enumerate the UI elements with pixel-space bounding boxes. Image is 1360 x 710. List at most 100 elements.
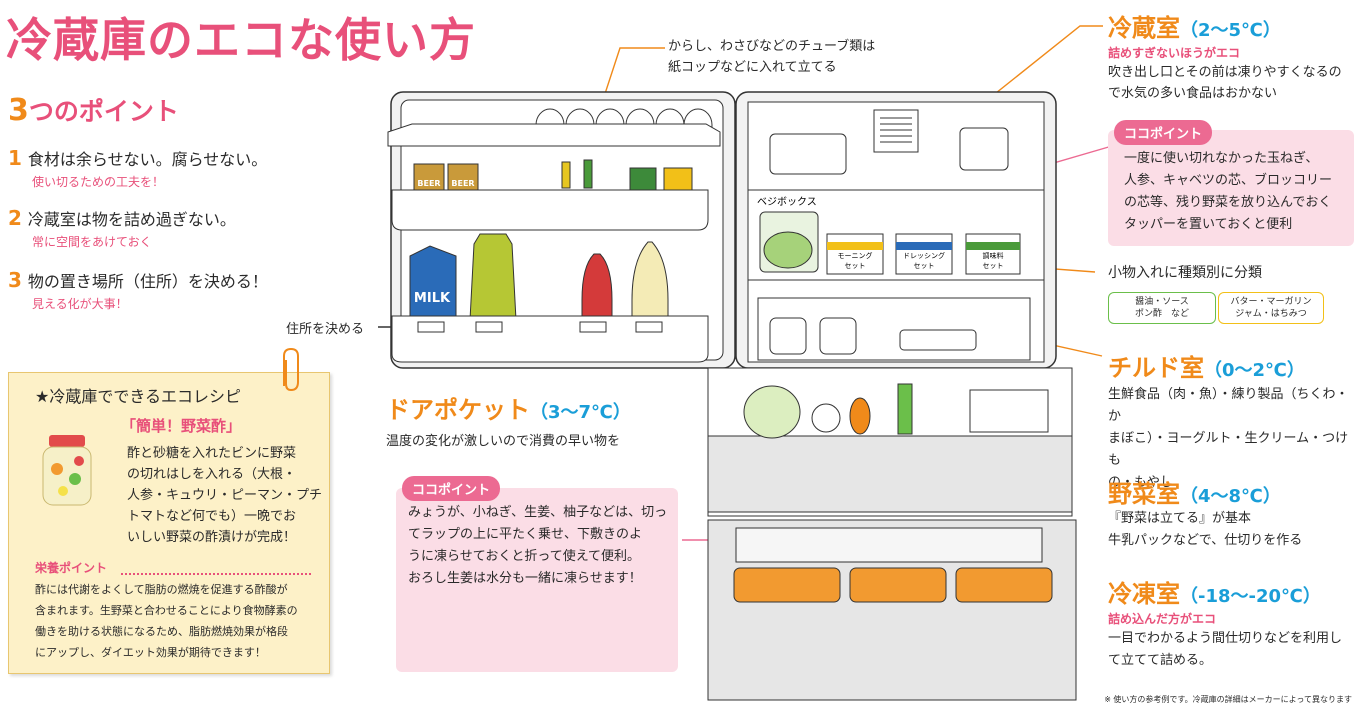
point-3-text: 物の置き場所（住所）を決める！ bbox=[27, 272, 268, 291]
freezer-desc-line: 一目でわかるよう間仕切りなどを利用し bbox=[1108, 631, 1343, 646]
point-1-sub: 使い切るための工夫を！ bbox=[32, 175, 165, 189]
recipe-line: トマトなど何でも）一晩でお bbox=[127, 509, 297, 524]
point-1-text: 食材は余らせない。腐らせない。 bbox=[27, 150, 268, 169]
page-title: 冷蔵庫のエコな使い方 bbox=[6, 13, 476, 67]
nutrition-line: 酢には代謝をよくして脂肪の燃焼を促進する酢酸が bbox=[35, 583, 288, 596]
reizo-tip-line: 人参、キャベツの芯、ブロッコリー bbox=[1124, 173, 1333, 188]
reizo-name: 冷蔵室 bbox=[1108, 14, 1180, 42]
recipe-line: 人参・キュウリ・ピーマン・プチ bbox=[127, 488, 323, 503]
ginger-tip-line: おろし生姜は水分も一緒に凍らせます！ bbox=[408, 571, 642, 586]
vegetable-desc: 『野菜は立てる』が基本 牛乳パックなどで、仕切りを作る bbox=[1108, 508, 1302, 552]
ginger-tip-line: てラップの上に平たく乗せ、下敷きのよ bbox=[408, 527, 643, 542]
nutrition-line: にアップし、ダイエット効果が期待できます！ bbox=[35, 646, 266, 659]
small-items-callout: 小物入れに種類別に分類 bbox=[1108, 265, 1262, 281]
chilled-desc: 生鮮食品（肉・魚）・練り製品（ちくわ・か まぼこ）・ヨーグルト・生クリーム・つけ… bbox=[1108, 384, 1360, 494]
freezer-name: 冷凍室 bbox=[1108, 580, 1180, 608]
point-2-num: 2 bbox=[8, 206, 22, 230]
morning-label-1: モーニング bbox=[838, 251, 873, 260]
freezer-sub: 詰め込んだ方がエコ bbox=[1108, 612, 1217, 626]
vegetable-name: 野菜室 bbox=[1108, 480, 1180, 508]
chilled-name: チルド室 bbox=[1108, 354, 1204, 382]
point-3: 3 物の置き場所（住所）を決める！ 見える化が大事！ bbox=[8, 268, 268, 312]
nutrition-divider bbox=[121, 573, 311, 575]
dressing-label-1: ドレッシング bbox=[903, 251, 945, 260]
paperclip-icon bbox=[283, 347, 299, 392]
ginger-tip-text: みょうが、小ねぎ、生姜、柚子などは、切っ てラップの上に平たく乗せ、下敷きのよ … bbox=[408, 502, 667, 590]
reizo-desc-line: で水気の多い食品はおかない bbox=[1108, 86, 1278, 101]
points-heading: 3つのポイント bbox=[8, 92, 179, 128]
recipe-card: ★冷蔵庫でできるエコレシピ 「簡単！野菜酢」 酢と砂糖を入れたビンに野菜 の切れ… bbox=[8, 372, 330, 674]
recipe-line: いしい野菜の酢漬けが完成！ bbox=[127, 530, 297, 545]
beer-label-2: BEER bbox=[451, 179, 474, 188]
point-1-num: 1 bbox=[8, 146, 22, 170]
chilled-title: チルド室（0～2℃） bbox=[1108, 348, 1305, 383]
recipe-body: 酢と砂糖を入れたビンに野菜 の切れはしを入れる（大根・ 人参・キュウリ・ピーマン… bbox=[127, 443, 327, 548]
point-2: 2 冷蔵室は物を詰め過ぎない。 常に空間をあけておく bbox=[8, 206, 236, 250]
chilled-desc-line: まぼこ）・ヨーグルト・生クリーム・つけも bbox=[1108, 431, 1349, 468]
vege-box-label: ベジボックス bbox=[757, 196, 817, 208]
seasoning-label-1: 調味料 bbox=[983, 251, 1004, 260]
reizo-tip-line: タッパーを置いておくと便利 bbox=[1124, 217, 1293, 232]
vegetable-temp: （4～8℃） bbox=[1180, 486, 1281, 507]
point-3-sub: 見える化が大事！ bbox=[32, 297, 128, 311]
vegetable-desc-line: 『野菜は立てる』が基本 bbox=[1108, 511, 1252, 526]
jar-icon bbox=[42, 435, 92, 506]
reizo-tip-box bbox=[1108, 130, 1354, 246]
recipe-line: 酢と砂糖を入れたビンに野菜 bbox=[127, 446, 297, 461]
reizo-title: 冷蔵室（2～5℃） bbox=[1108, 8, 1281, 43]
freezer-desc: 一目でわかるよう間仕切りなどを利用し て立てて詰める。 bbox=[1108, 628, 1342, 672]
chip-sauce-line: ポン酢 など bbox=[1134, 309, 1189, 319]
nutrition-label: 栄養ポイント bbox=[35, 561, 108, 575]
point-3-num: 3 bbox=[8, 268, 22, 292]
tube-callout-line-2: 紙コップなどに入れて立てる bbox=[668, 60, 837, 75]
nutrition-line: 働きを助ける状態になるため、脂肪燃焼効果が格段 bbox=[35, 625, 288, 638]
reizo-desc-line: 吹き出し口とその前は凍りやすくなるの bbox=[1108, 65, 1342, 80]
ginger-tip-line: うに凍らせておくと折って使えて便利。 bbox=[408, 549, 641, 564]
point-2-text: 冷蔵室は物を詰め過ぎない。 bbox=[27, 210, 236, 229]
recipe-line: の切れはしを入れる（大根・ bbox=[127, 467, 297, 482]
reizo-tip-text: 一度に使い切れなかった玉ねぎ、 人参、キャベツの芯、ブロッコリー の芯等、残り野… bbox=[1124, 148, 1332, 236]
nutrition-text: 酢には代謝をよくして脂肪の燃焼を促進する酢酸が 含まれます。生野菜と合わせること… bbox=[35, 579, 325, 663]
seasoning-label-2: セット bbox=[983, 262, 1004, 270]
points-heading-num: 3 bbox=[8, 93, 29, 128]
reizo-tip-line: 一度に使い切れなかった玉ねぎ、 bbox=[1124, 151, 1319, 166]
reizo-tip-tag: ココポイント bbox=[1114, 120, 1213, 145]
footnote: ※ 使い方の参考例です。冷蔵庫の詳細はメーカーによって異なります bbox=[1104, 695, 1352, 704]
point-1: 1 食材は余らせない。腐らせない。 使い切るための工夫を！ bbox=[8, 146, 267, 190]
reizo-desc: 吹き出し口とその前は凍りやすくなるの で水気の多い食品はおかない bbox=[1108, 62, 1342, 104]
freezer-title: 冷凍室（-18～-20℃） bbox=[1108, 574, 1321, 609]
ginger-tip-line: みょうが、小ねぎ、生姜、柚子などは、切っ bbox=[408, 505, 668, 520]
chilled-desc-line: 生鮮食品（肉・魚）・練り製品（ちくわ・か bbox=[1108, 387, 1349, 424]
points-heading-text: つのポイント bbox=[28, 97, 179, 126]
chip-sauce: 醤油・ソース ポン酢 など bbox=[1108, 292, 1216, 324]
milk-label: MILK bbox=[414, 291, 451, 306]
ginger-tip-tag: ココポイント bbox=[402, 476, 501, 501]
point-2-sub: 常に空間をあけておく bbox=[32, 235, 152, 249]
door-pocket-temp: （3～7℃） bbox=[530, 402, 631, 423]
morning-label-2: セット bbox=[845, 262, 866, 270]
chip-sauce-line: 醤油・ソース bbox=[1135, 297, 1189, 307]
reizo-sub: 詰めすぎないほうがエコ bbox=[1108, 46, 1241, 60]
vegetable-title: 野菜室（4～8℃） bbox=[1108, 474, 1281, 509]
vegetable-desc-line: 牛乳パックなどで、仕切りを作る bbox=[1108, 533, 1303, 548]
reizo-tip-line: の芯等、残り野菜を放り込んでおく bbox=[1124, 195, 1332, 210]
recipe-name: 「簡単！野菜酢」 bbox=[121, 417, 242, 435]
freezer-desc-line: て立てて詰める。 bbox=[1108, 653, 1213, 668]
chilled-desc-line: の・もやし bbox=[1108, 475, 1174, 490]
nutrition-line: 含まれます。生野菜と合わせることにより食物酵素の bbox=[35, 604, 298, 617]
freezer-temp: （-18～-20℃） bbox=[1180, 586, 1321, 607]
ginger-tip-box bbox=[396, 488, 678, 672]
address-callout: 住所を決める bbox=[286, 322, 365, 337]
door-pocket-title: ドアポケット（3～7℃） bbox=[386, 390, 631, 425]
reizo-temp: （2～5℃） bbox=[1180, 20, 1281, 41]
chip-butter-line: バター・マーガリン bbox=[1230, 297, 1312, 307]
chilled-temp: （0～2℃） bbox=[1204, 360, 1305, 381]
recipe-heading: ★冷蔵庫でできるエコレシピ bbox=[35, 387, 242, 406]
dressing-label-2: セット bbox=[914, 262, 935, 270]
door-pocket-desc: 温度の変化が激しいので消費の早い物を bbox=[386, 434, 621, 449]
beer-label-1: BEER bbox=[417, 179, 440, 188]
chip-butter: バター・マーガリン ジャム・はちみつ bbox=[1218, 292, 1324, 324]
door-pocket-name: ドアポケット bbox=[386, 396, 530, 424]
tube-callout-line-1: からし、わさびなどのチューブ類は bbox=[668, 39, 876, 54]
